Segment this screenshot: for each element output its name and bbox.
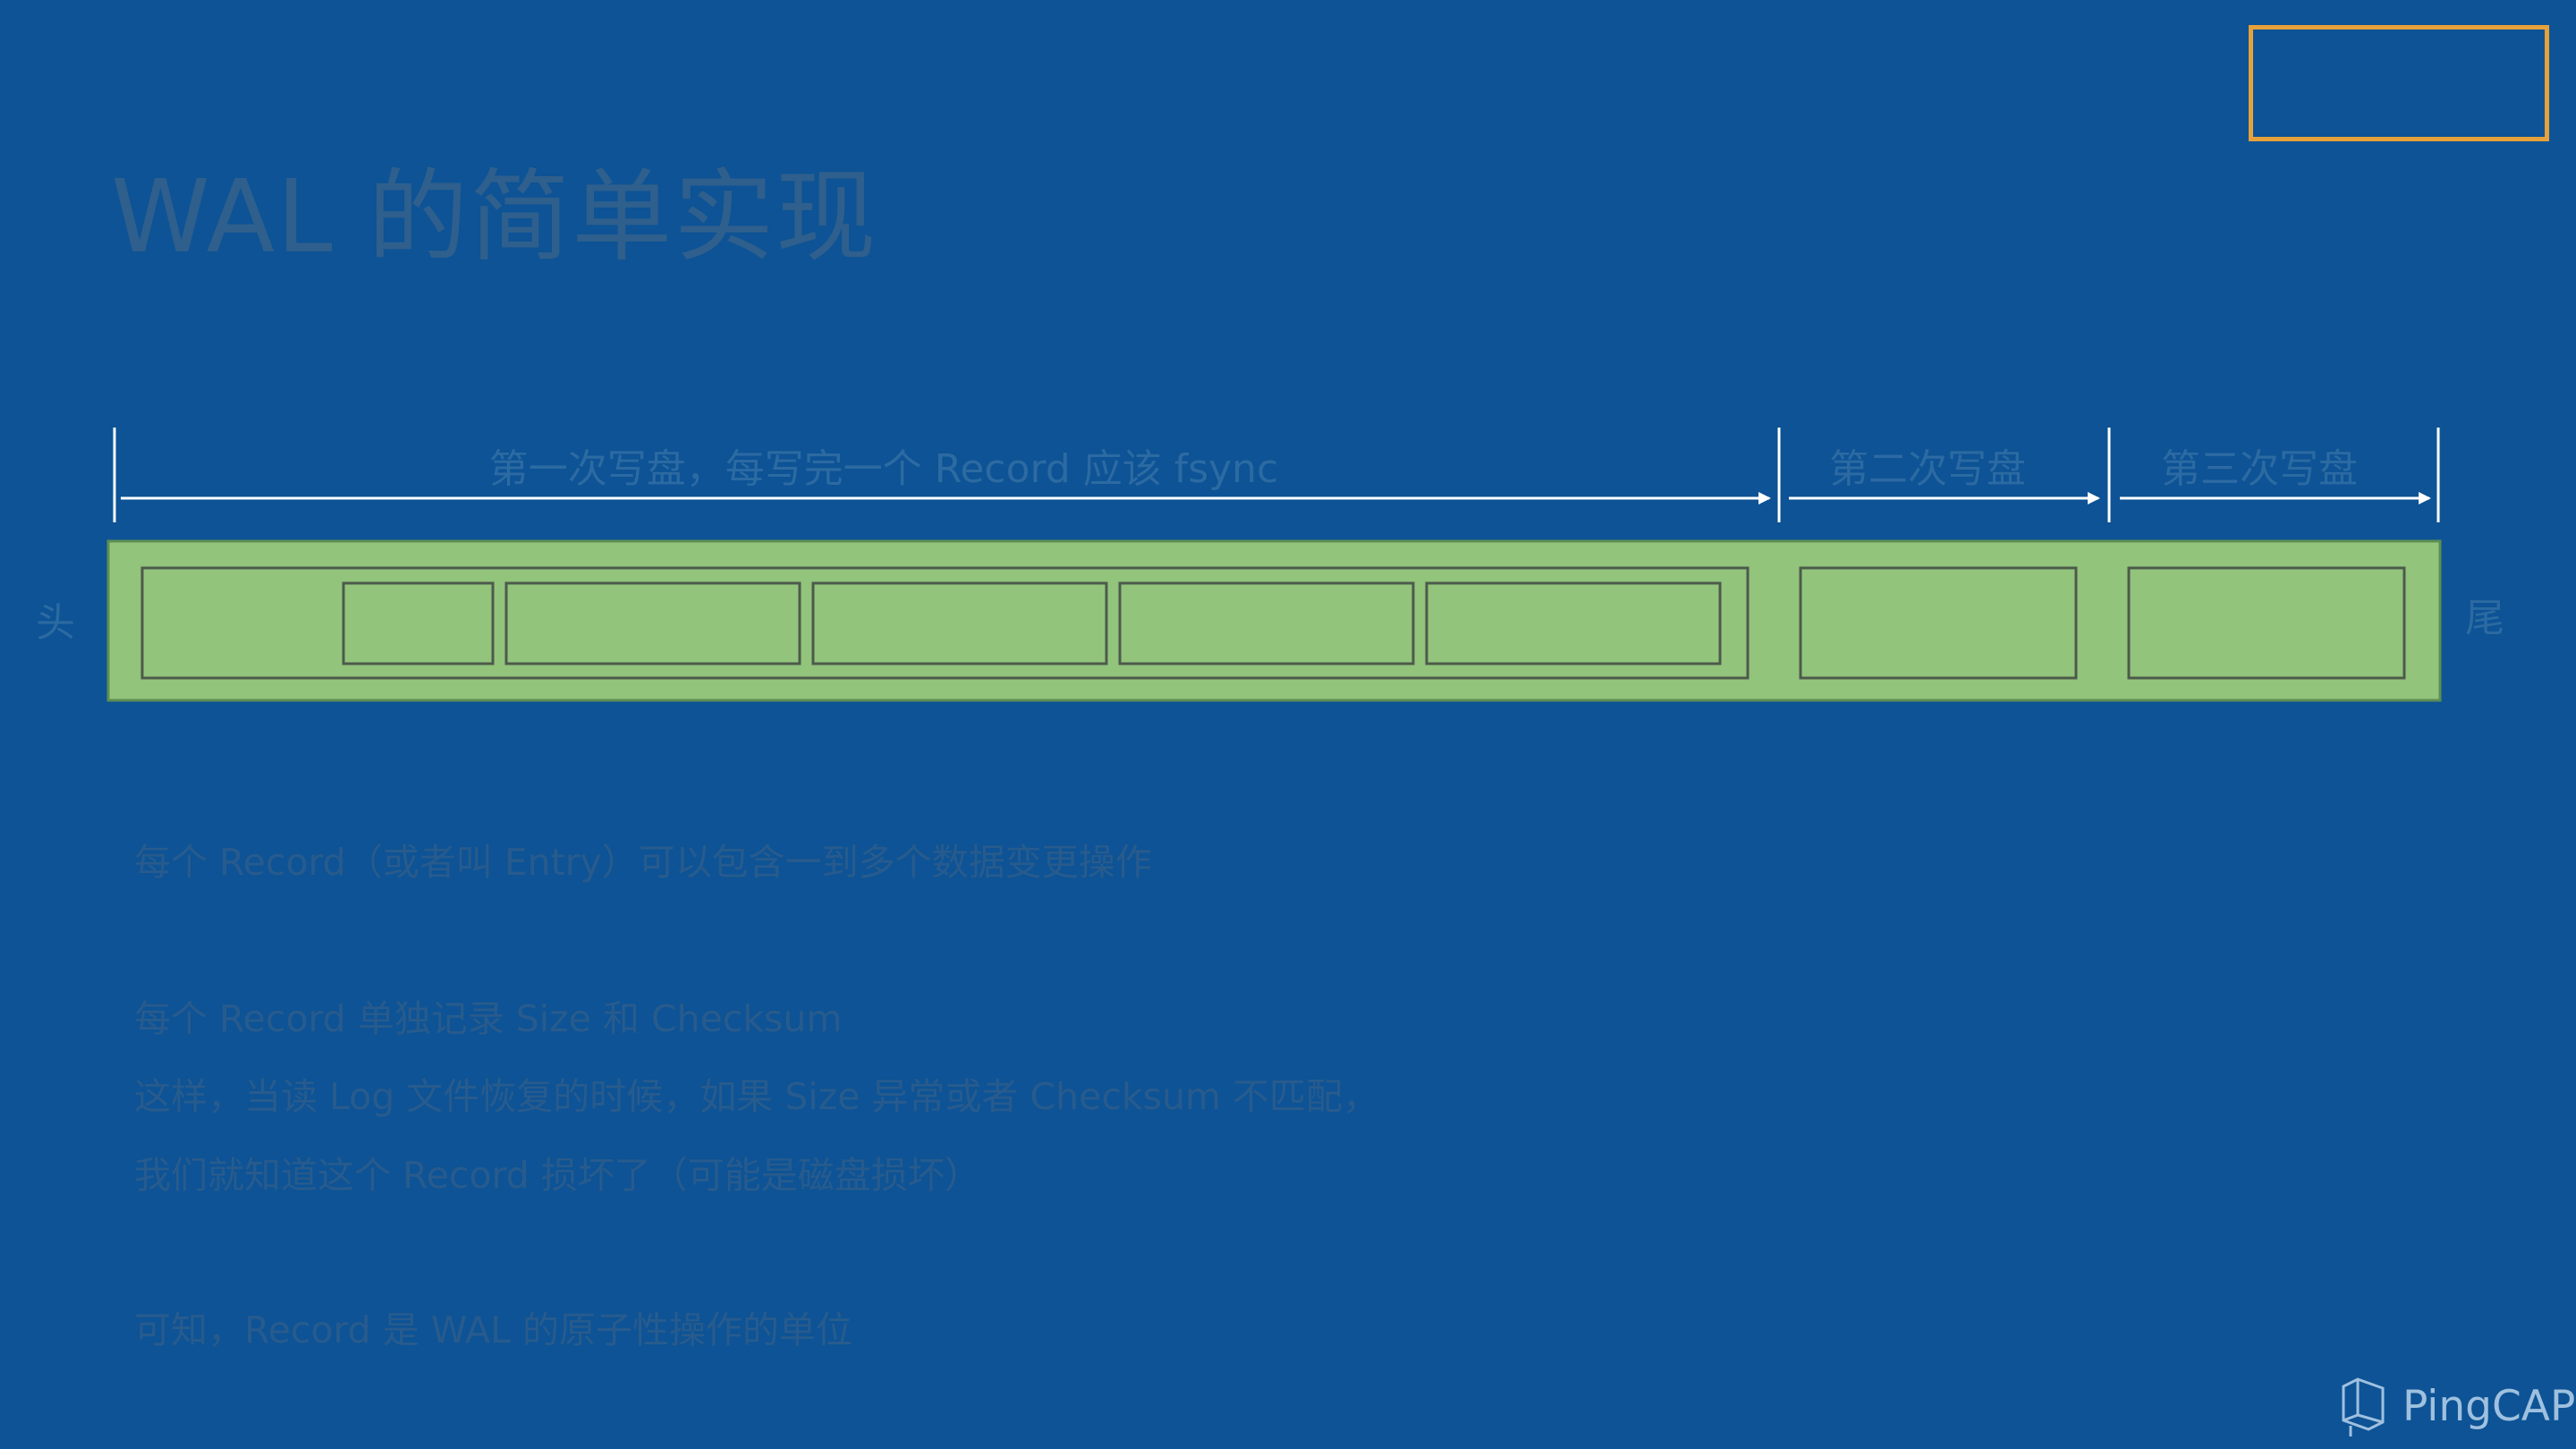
description-line-1: 每个 Record（或者叫 Entry）可以包含一到多个数据变更操作 <box>134 841 1152 884</box>
description-line-3: 这样，当读 Log 文件恢复的时候，如果 Size 异常或者 Checksum … <box>134 1075 1379 1118</box>
second-write-label: 第二次写盘 <box>1829 446 2026 492</box>
third-write-label: 第三次写盘 <box>2161 446 2358 492</box>
description-line-5: 可知，Record 是 WAL 的原子性操作的单位 <box>134 1309 852 1352</box>
record-box-2 <box>504 581 801 665</box>
pingcap-logo-icon <box>2342 1377 2385 1436</box>
description-line-2: 每个 Record 单独记录 Size 和 Checksum <box>134 997 843 1040</box>
wal-log-strip <box>106 539 2442 702</box>
first-write-batch <box>140 566 1750 680</box>
record-box-1 <box>342 581 495 665</box>
second-write-batch <box>1799 566 2078 680</box>
record-box-3 <box>811 581 1108 665</box>
highlight-box <box>2249 25 2549 141</box>
pingcap-brand: PingCAP <box>2340 1374 2575 1438</box>
first-write-label: 第一次写盘，每写完一个 Record 应该 fsync <box>489 446 1279 492</box>
tail-label: 尾 <box>2465 596 2504 641</box>
description-line-4: 我们就知道这个 Record 损坏了（可能是磁盘损坏） <box>134 1154 981 1197</box>
record-box-5 <box>1425 581 1722 665</box>
slide-title: WAL 的简单实现 <box>111 159 878 275</box>
head-label: 头 <box>36 600 75 646</box>
pingcap-wordmark: PingCAP <box>2402 1381 2576 1431</box>
record-box-4 <box>1118 581 1415 665</box>
third-write-batch <box>2127 566 2406 680</box>
